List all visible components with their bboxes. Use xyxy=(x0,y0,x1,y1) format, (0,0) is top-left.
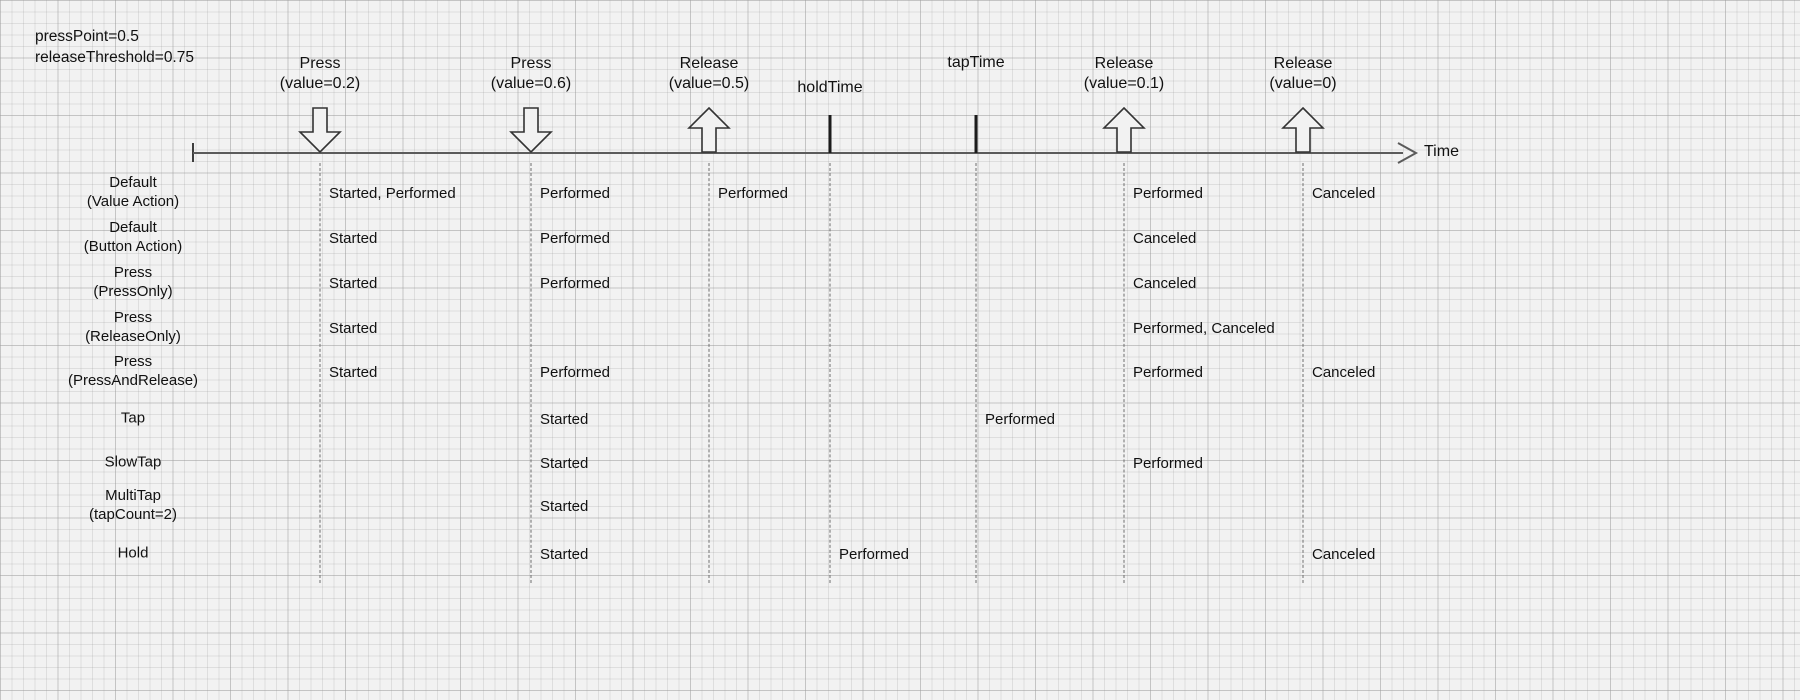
phase-default-button-action-press-2: Performed xyxy=(540,230,611,247)
event-label-release-2: Release (value=0.1) xyxy=(1083,55,1165,92)
phase-press-pressonly-release-2: Canceled xyxy=(1133,275,1197,292)
phase-default-value-action-release-2: Performed xyxy=(1133,185,1204,202)
phase-slowtap-release-2: Performed xyxy=(1133,455,1204,472)
phase-default-value-action-release-1: Performed xyxy=(718,185,789,202)
phase-press-releaseonly-release-2: Performed, Canceled xyxy=(1133,320,1275,337)
event-label-release-1: Release (value=0.5) xyxy=(668,55,750,92)
phase-press-pressonly-press-2: Performed xyxy=(540,275,611,292)
row-label-press-pressandrelease: Press (PressAndRelease) xyxy=(67,353,199,389)
phase-press-pressandrelease-release-2: Performed xyxy=(1133,364,1204,381)
event-label-press-2: Press (value=0.6) xyxy=(490,55,572,92)
row-label-slowtap: SlowTap xyxy=(104,453,162,471)
phase-press-pressandrelease-press-1: Started xyxy=(329,364,378,381)
phase-default-button-action-press-1: Started xyxy=(329,230,378,247)
timeline-axis xyxy=(193,152,1403,154)
guide-line-release-1 xyxy=(708,163,710,583)
timeline-arrowhead xyxy=(1397,142,1419,164)
phase-tap-press-2: Started xyxy=(540,411,589,428)
phase-press-releaseonly-press-1: Started xyxy=(329,320,378,337)
guide-line-press-1 xyxy=(319,163,321,583)
phase-press-pressonly-press-1: Started xyxy=(329,275,378,292)
guide-line-taptime xyxy=(975,163,977,583)
phase-default-value-action-press-2: Performed xyxy=(540,185,611,202)
event-label-taptime: tapTime xyxy=(947,54,1005,71)
phase-slowtap-press-2: Started xyxy=(540,455,589,472)
guide-line-holdtime xyxy=(829,163,831,583)
row-label-hold: Hold xyxy=(117,544,149,562)
time-tick-holdtime xyxy=(828,115,832,153)
phase-default-value-action-release-3: Canceled xyxy=(1312,185,1376,202)
press-arrow-press-1 xyxy=(298,107,342,153)
parameters-annotation: pressPoint=0.5 releaseThreshold=0.75 xyxy=(35,28,194,66)
phase-hold-press-2: Started xyxy=(540,546,589,563)
guide-line-release-3 xyxy=(1302,163,1304,583)
event-label-press-1: Press (value=0.2) xyxy=(279,55,361,92)
release-arrow-release-1 xyxy=(687,107,731,153)
phase-multitap-press-2: Started xyxy=(540,498,589,515)
row-label-default-button-action: Default (Button Action) xyxy=(83,219,183,255)
release-arrow-release-2 xyxy=(1102,107,1146,153)
event-label-release-3: Release (value=0) xyxy=(1269,55,1337,92)
phase-tap-taptime: Performed xyxy=(985,411,1056,428)
row-label-tap: Tap xyxy=(120,409,146,427)
row-label-press-pressonly: Press (PressOnly) xyxy=(93,264,173,300)
guide-line-press-2 xyxy=(530,163,532,583)
time-tick-taptime xyxy=(974,115,978,153)
phase-default-value-action-press-1: Started, Performed xyxy=(329,185,456,202)
row-label-multitap: MultiTap (tapCount=2) xyxy=(89,487,177,523)
guide-line-release-2 xyxy=(1123,163,1125,583)
press-arrow-press-2 xyxy=(509,107,553,153)
event-label-holdtime: holdTime xyxy=(797,79,863,96)
row-label-press-releaseonly: Press (ReleaseOnly) xyxy=(85,309,181,345)
release-arrow-release-3 xyxy=(1281,107,1325,153)
phase-default-button-action-release-2: Canceled xyxy=(1133,230,1197,247)
row-label-default-value-action: Default (Value Action) xyxy=(86,174,180,210)
phase-hold-holdtime: Performed xyxy=(839,546,910,563)
phase-hold-release-3: Canceled xyxy=(1312,546,1376,563)
phase-press-pressandrelease-press-2: Performed xyxy=(540,364,611,381)
time-axis-label: Time xyxy=(1424,143,1459,160)
phase-press-pressandrelease-release-3: Canceled xyxy=(1312,364,1376,381)
